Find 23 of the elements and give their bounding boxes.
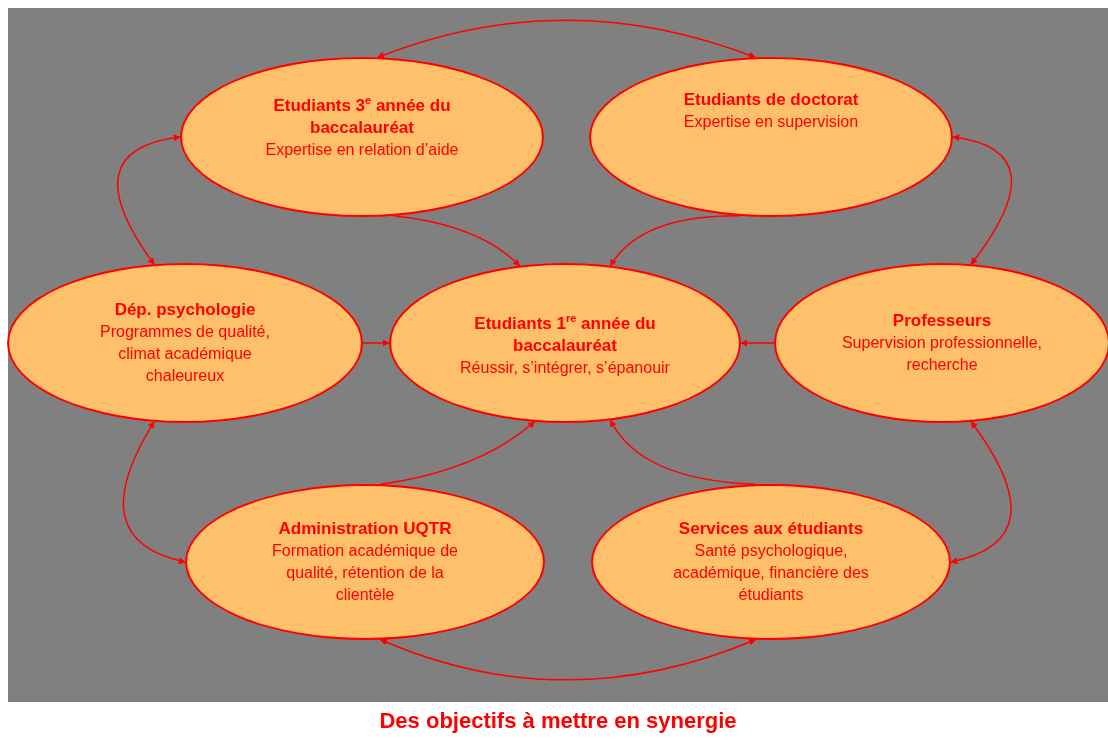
node-title: Services aux étudiants: [678, 518, 864, 540]
node-title: Dép. psychologie: [114, 299, 256, 321]
node-description: Formation académique de qualité, rétention de la clientèle: [271, 541, 459, 605]
node-description: Réussir, s’intégrer, s’épanouir: [460, 357, 670, 378]
node-description: Supervision professionnelle, recherche: [840, 333, 1044, 375]
node-description: Programmes de qualité, climat académique chaleureux: [99, 322, 271, 386]
arrow: [377, 19, 756, 59]
node-title: Etudiants de doctorat: [683, 89, 859, 111]
arrow: [379, 421, 536, 486]
node-description: Expertise en supervision: [683, 112, 859, 132]
node-description: Expertise en relation d’aide: [265, 139, 459, 160]
arrow: [740, 339, 775, 347]
arrow: [362, 339, 390, 347]
arrow: [122, 421, 186, 564]
arrow: [950, 421, 1012, 564]
arrow: [116, 134, 181, 265]
node-title: Administration UQTR: [278, 518, 452, 540]
node-title: Etudiants 1$^{re}$ année du baccalauréat: [473, 311, 657, 357]
node-title: Etudiants 3$^{e}$ année du baccalauréat: [272, 93, 452, 139]
node-title: Professeurs: [892, 310, 992, 332]
arrow: [379, 638, 757, 681]
node-description: Santé psychologique, académique, financière des étudiants: [672, 541, 870, 605]
arrow: [952, 134, 1012, 265]
